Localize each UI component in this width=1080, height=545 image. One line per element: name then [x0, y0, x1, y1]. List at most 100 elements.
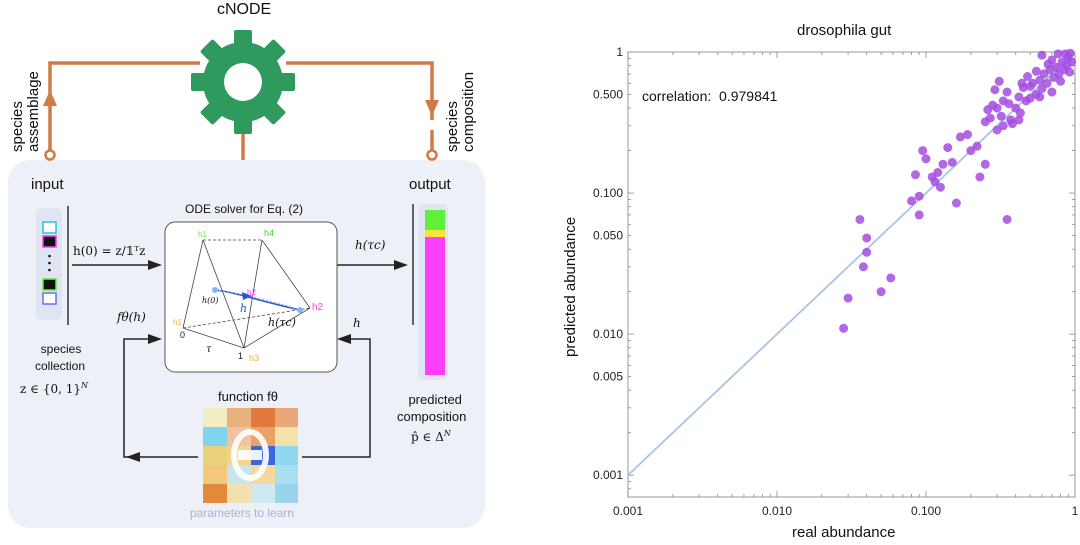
data-point — [1067, 57, 1077, 67]
arrow-icon — [394, 260, 408, 270]
composition-bar — [418, 204, 448, 380]
ode-title: ODE solver for Eq. (2) — [185, 202, 304, 216]
parameters-label: parameters to learn — [190, 506, 295, 520]
data-point — [1042, 78, 1052, 88]
plot-frame — [627, 51, 1076, 498]
data-point — [983, 105, 993, 115]
data-point — [992, 103, 1002, 113]
data-point — [910, 170, 920, 180]
species-collection-icon — [36, 208, 62, 320]
data-point — [1047, 55, 1057, 65]
x-tick-label: 0.001 — [613, 504, 643, 518]
data-point — [1023, 72, 1033, 82]
simplex-h0: h(0) — [202, 296, 219, 305]
data-point — [996, 111, 1006, 121]
data-point — [963, 130, 973, 140]
data-point — [1007, 119, 1017, 129]
arrow-icon — [148, 334, 162, 344]
data-point — [998, 121, 1008, 131]
arrow-icon — [148, 260, 162, 270]
data-point — [933, 167, 943, 177]
h-tau-c-label: h(τc) — [355, 238, 386, 252]
data-point — [876, 287, 886, 297]
data-point — [862, 247, 872, 257]
down-arrow-icon — [425, 100, 439, 116]
chart-title: drosophila gut — [797, 22, 892, 39]
data-point — [1056, 76, 1066, 86]
assemblage-line — [48, 61, 200, 152]
data-point — [935, 182, 945, 192]
x-axis-label: real abundance — [792, 524, 896, 541]
simplex-h2-mid: h2 — [247, 288, 256, 297]
parameter-heatmap-icon — [203, 408, 298, 503]
p-hat-label: p̂ ∈ ΔN — [411, 429, 451, 444]
data-point — [1025, 81, 1035, 91]
y-tick-label: 1 — [616, 45, 623, 59]
data-point — [1047, 87, 1057, 97]
gear-icon — [191, 30, 295, 134]
simplex-h3: h3 — [249, 353, 260, 363]
data-point — [1014, 115, 1024, 125]
data-point — [955, 132, 965, 142]
y-tick-label: 0.005 — [593, 370, 623, 384]
simplex-tau: τ — [206, 344, 212, 355]
output-port-icon — [426, 149, 438, 161]
data-point — [975, 172, 985, 182]
simplex-h1b: h1 — [173, 318, 182, 327]
data-point — [1002, 87, 1012, 97]
data-point — [1015, 108, 1025, 118]
data-point — [914, 191, 924, 201]
h-label: h — [353, 316, 361, 330]
data-point — [972, 141, 982, 151]
simplex-one: 1 — [238, 351, 244, 361]
simplex-h1: h1 — [198, 230, 207, 239]
data-point — [1035, 75, 1045, 85]
data-point — [1031, 66, 1041, 76]
data-point — [938, 159, 948, 169]
data-point — [907, 196, 917, 206]
x-tick-label: 0.010 — [762, 504, 792, 518]
x-tick-label: 0.100 — [911, 504, 941, 518]
input-port-icon — [44, 149, 56, 161]
reference-line — [627, 51, 1076, 476]
simplex-h4: h4 — [264, 228, 275, 238]
data-point — [980, 159, 990, 169]
simplex-htc: h(τc) — [268, 316, 296, 329]
simplex-h: h — [240, 302, 248, 315]
data-point — [855, 214, 865, 224]
data-point — [839, 323, 849, 333]
predicted-composition-label: predicted composition — [397, 392, 467, 424]
data-point — [994, 76, 1004, 86]
data-point — [943, 143, 953, 153]
arrow-icon — [126, 452, 140, 462]
data-point — [914, 210, 924, 220]
data-point — [1004, 99, 1014, 109]
data-point — [1060, 49, 1070, 59]
model-title: cNODE — [217, 1, 272, 18]
data-point — [886, 273, 896, 283]
simplex-h2: h2 — [312, 302, 324, 313]
y-tick-label: 0.010 — [593, 327, 623, 341]
data-point — [1065, 67, 1075, 77]
data-point — [951, 198, 961, 208]
input-label: input — [31, 176, 64, 193]
data-point — [1053, 49, 1063, 59]
y-tick-label: 0.500 — [593, 87, 623, 101]
data-point — [843, 293, 853, 303]
species-set: z ∈ {0, 1}N — [20, 381, 89, 396]
correlation-annotation: correlation: 0.979841 — [642, 88, 778, 104]
data-point — [1037, 50, 1047, 60]
data-point — [1017, 78, 1027, 88]
arrow-icon — [337, 334, 351, 344]
init-equation: h(0) = z/𝟙ᵀz — [73, 244, 146, 258]
function-label: function fθ — [218, 389, 278, 404]
data-point — [1035, 92, 1045, 102]
y-tick-label: 0.001 — [593, 468, 623, 482]
y-tick-label: 0.100 — [593, 186, 623, 200]
data-point — [1002, 214, 1012, 224]
data-point — [918, 146, 928, 156]
data-point — [862, 233, 872, 243]
up-arrow-icon — [43, 90, 57, 106]
